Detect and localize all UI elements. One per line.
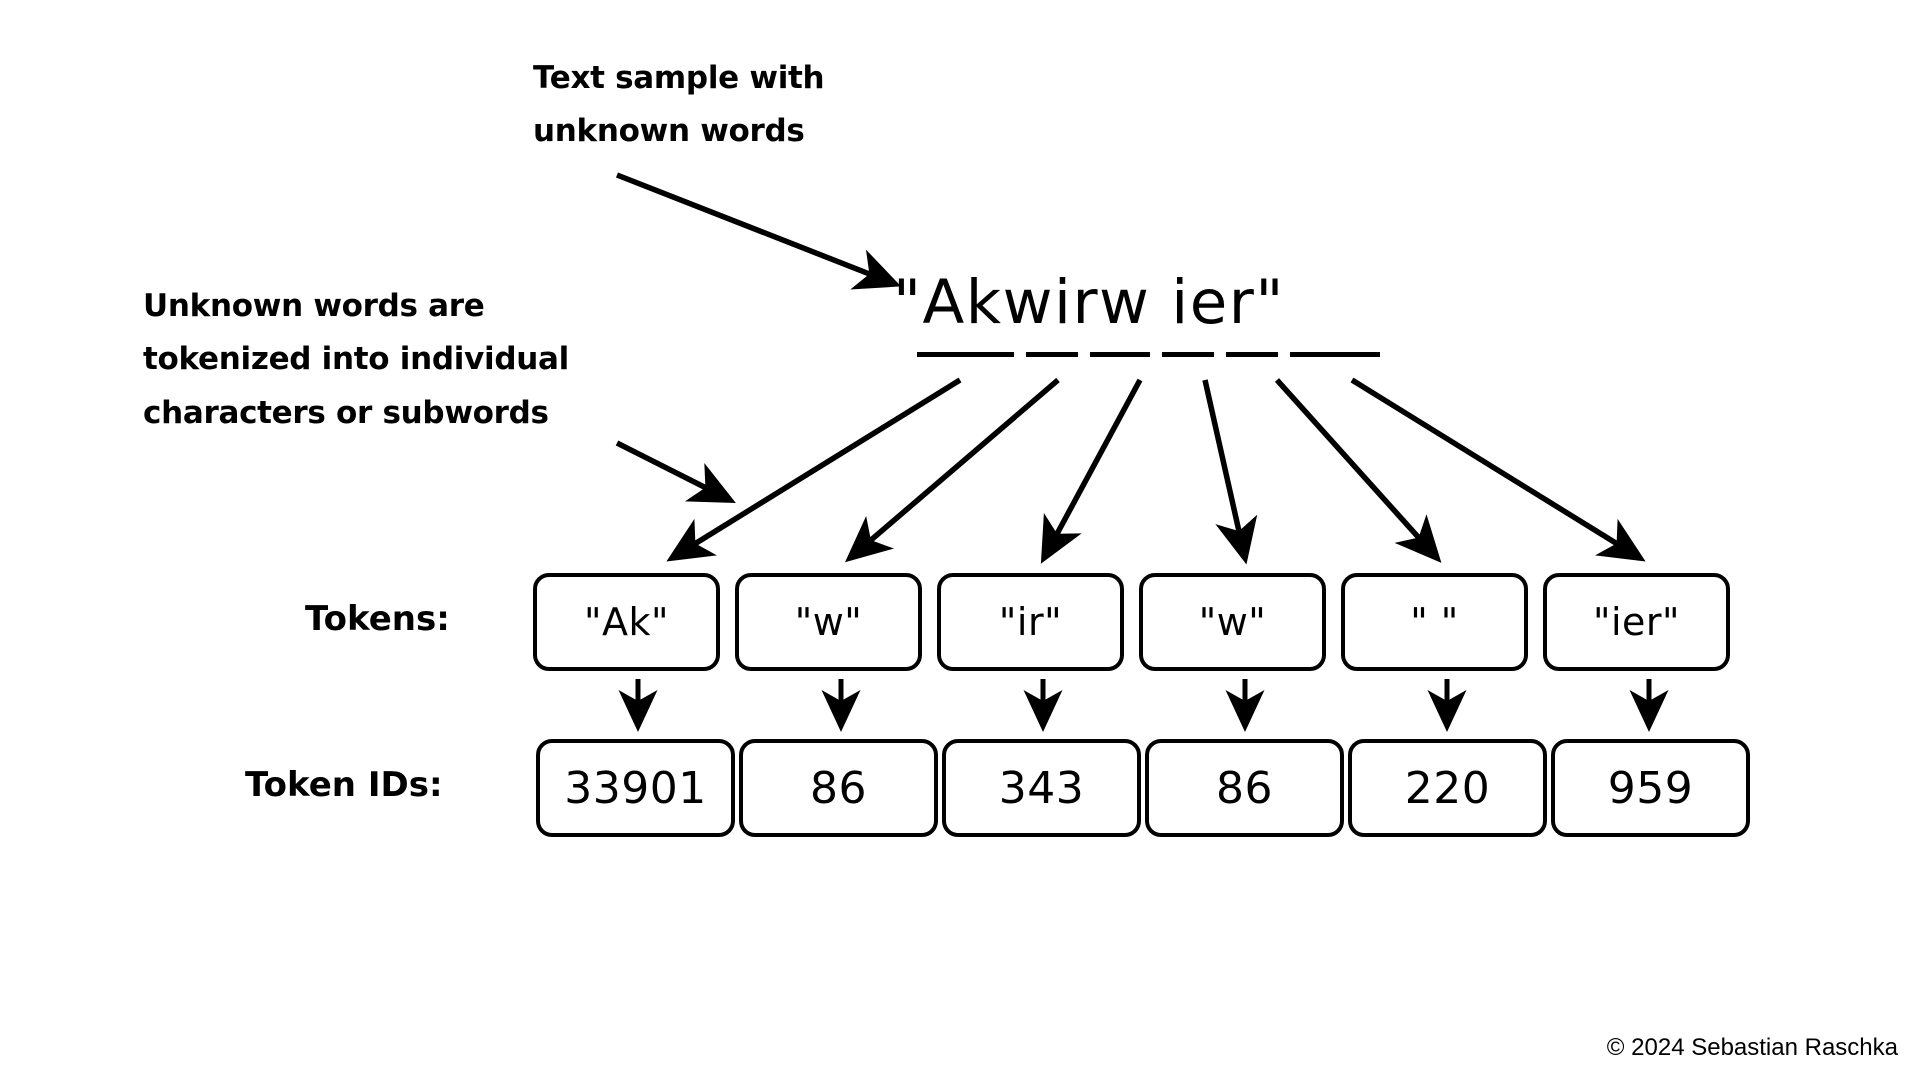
token-box[interactable]: "w": [1139, 573, 1326, 671]
text-sample-string: "Akwirw ier": [893, 267, 1285, 338]
token-box[interactable]: "ier": [1543, 573, 1730, 671]
token-box[interactable]: "ir": [937, 573, 1124, 671]
arrow-segment-2: [844, 377, 1060, 563]
token-id-box[interactable]: 86: [739, 739, 938, 837]
arrow-segment-1: [666, 377, 962, 562]
sample-underline-2: [1026, 352, 1078, 357]
sample-underline-5: [1226, 352, 1278, 357]
token-id-box[interactable]: 220: [1348, 739, 1547, 837]
tokens-row: "Ak" "w" "ir" "w" " " "ier": [533, 573, 1730, 671]
token-id-box[interactable]: 33901: [536, 739, 735, 837]
sample-underline-1: [917, 352, 1014, 357]
sample-underline-3: [1090, 352, 1150, 357]
text-sample-group: "Akwirw ier": [893, 272, 1285, 333]
token-ids-row: 33901 86 343 86 220 959: [536, 739, 1750, 837]
callout-unknown-words: Unknown words are tokenized into individ…: [143, 288, 569, 431]
sample-underline-6: [1290, 352, 1380, 357]
token-id-box[interactable]: 86: [1145, 739, 1344, 837]
copyright-notice: © 2024 Sebastian Raschka: [1606, 1034, 1898, 1061]
arrow-segment-6: [1350, 377, 1646, 562]
token-box[interactable]: " ": [1341, 573, 1528, 671]
arrow-left-callout: [615, 440, 736, 503]
token-ids-row-label: Token IDs:: [245, 765, 443, 805]
token-id-box[interactable]: 343: [942, 739, 1141, 837]
callout-text-sample: Text sample with unknown words: [533, 60, 825, 150]
arrow-segment-5: [1274, 378, 1442, 563]
arrow-segment-3: [1040, 378, 1143, 564]
sample-underline-4: [1162, 352, 1214, 357]
token-box[interactable]: "Ak": [533, 573, 720, 671]
tokens-row-label: Tokens:: [305, 599, 450, 639]
arrow-top-callout: [615, 172, 902, 290]
token-id-box[interactable]: 959: [1551, 739, 1750, 837]
arrow-segment-4: [1202, 379, 1258, 565]
token-box[interactable]: "w": [735, 573, 922, 671]
